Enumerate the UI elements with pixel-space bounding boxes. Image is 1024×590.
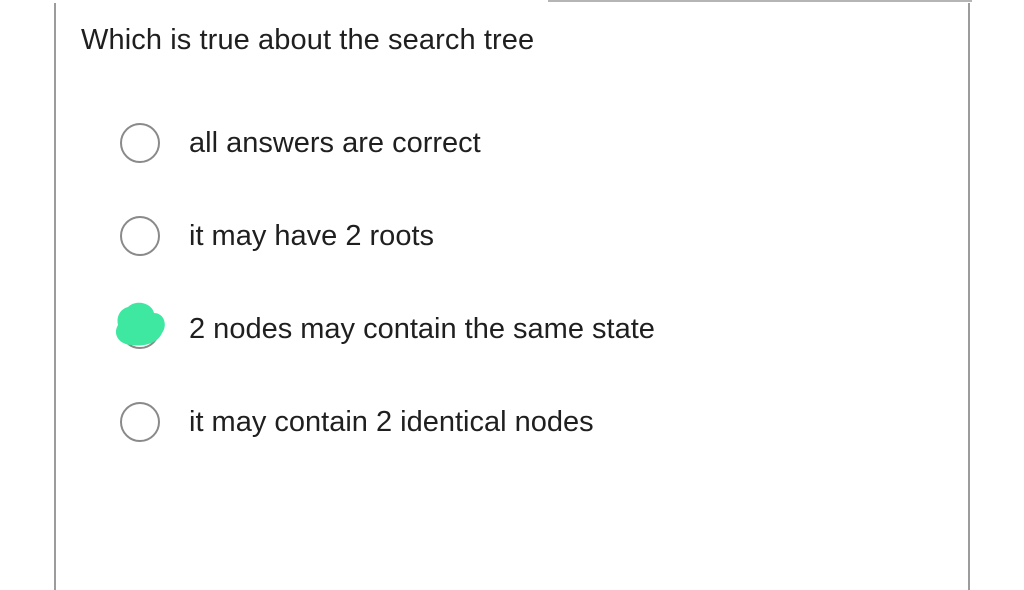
option-label: it may contain 2 identical nodes (189, 405, 594, 438)
option-two-roots[interactable]: it may have 2 roots (120, 211, 434, 261)
radio-circle-icon[interactable] (120, 123, 160, 163)
option-same-state[interactable]: 2 nodes may contain the same state (115, 302, 655, 354)
radio-circle-icon[interactable] (120, 402, 160, 442)
option-label: 2 nodes may contain the same state (189, 312, 655, 345)
question-text: Which is true about the search tree (81, 24, 535, 56)
option-all-answers-correct[interactable]: all answers are correct (120, 118, 481, 168)
question-card (54, 3, 970, 590)
radio-circle-icon[interactable] (115, 302, 165, 349)
radio-circle-icon[interactable] (120, 216, 160, 256)
option-identical-nodes[interactable]: it may contain 2 identical nodes (120, 397, 594, 447)
option-label: it may have 2 roots (189, 219, 434, 252)
top-divider (548, 0, 972, 2)
green-highlight-mark-icon (115, 302, 165, 346)
option-label: all answers are correct (189, 126, 481, 159)
